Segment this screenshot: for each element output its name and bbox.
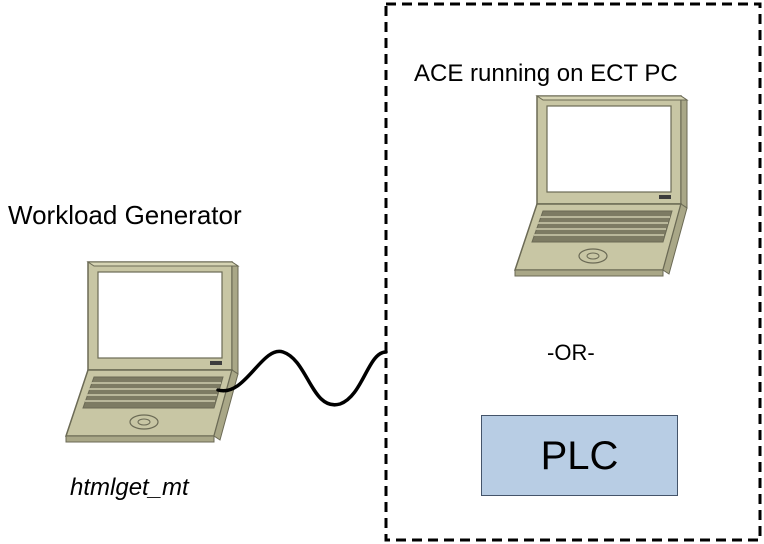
network-cable bbox=[216, 349, 388, 407]
plc-label: PLC bbox=[540, 433, 619, 478]
dashed-enclosure bbox=[384, 2, 762, 542]
htmlget-caption: htmlget_mt bbox=[70, 474, 189, 501]
ace-label: ACE running on ECT PC bbox=[414, 60, 678, 87]
plc-box: PLC bbox=[481, 415, 678, 496]
laptop-icon bbox=[65, 261, 239, 443]
workload-generator-label: Workload Generator bbox=[8, 200, 242, 230]
or-separator: -OR- bbox=[547, 340, 595, 365]
laptop-icon bbox=[514, 95, 688, 277]
